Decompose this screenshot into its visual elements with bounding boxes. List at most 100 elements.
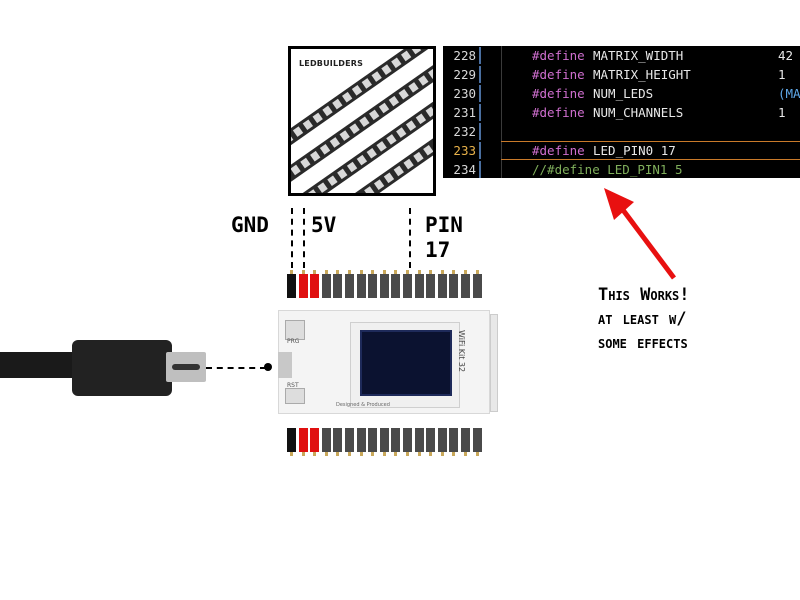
line-number: 233: [453, 143, 476, 158]
pin-contact: [301, 452, 305, 456]
red-arrow: [604, 188, 676, 280]
led-chip: [322, 105, 333, 117]
change-marker: [479, 66, 481, 83]
led-chip: [428, 68, 433, 79]
usb-connector-dot: [264, 363, 272, 371]
line-number: 234: [453, 162, 476, 177]
led-chip: [386, 134, 397, 145]
led-chip: [342, 91, 353, 103]
line-number: 228: [453, 48, 476, 63]
code-keyword: #define: [532, 48, 585, 63]
header-pin: [391, 270, 401, 298]
line-number: 231: [453, 105, 476, 120]
led-chip: [317, 182, 328, 193]
micro-usb-port: [278, 352, 292, 378]
pin-contact: [406, 270, 409, 274]
led-strips-graphic: [291, 46, 433, 193]
pin-contact: [382, 270, 386, 274]
header-pin: [449, 428, 459, 456]
code-value: (MA: [778, 86, 800, 101]
pin-contact: [464, 452, 467, 456]
pin-contact: [359, 452, 363, 456]
code-keyword: #define: [532, 86, 585, 101]
pin-contact: [406, 452, 409, 456]
header-pin: [379, 270, 389, 298]
pin-contact: [290, 270, 293, 274]
pin-contact: [348, 452, 351, 456]
led-chip: [432, 138, 433, 149]
usb-plug: [72, 340, 172, 396]
led-chip: [346, 161, 358, 173]
5v-label: 5V: [311, 213, 337, 237]
header-pin: [298, 428, 308, 456]
pin-contact: [336, 452, 340, 456]
code-keyword: #define: [532, 67, 585, 82]
header-pin: [345, 428, 354, 456]
led-chip: [421, 46, 431, 47]
led-chip: [307, 189, 318, 193]
rst-button: [285, 388, 305, 404]
pin-contact: [417, 452, 421, 456]
led-chip: [376, 141, 387, 152]
code-keyword: #define: [532, 143, 585, 158]
code-value: 1: [778, 105, 786, 120]
change-marker: [479, 161, 481, 178]
prg-button: [285, 320, 305, 340]
led-chip: [337, 168, 348, 180]
header-pin: [391, 428, 401, 456]
pin-contact: [359, 270, 363, 274]
header-pin: [368, 428, 378, 456]
pin-contact: [382, 452, 386, 456]
header-pin: [461, 270, 470, 298]
header-pin: [437, 270, 447, 298]
pin-contact: [313, 452, 317, 456]
pin-contact: [290, 452, 293, 456]
led-chip: [319, 144, 331, 155]
rst-label: RST: [287, 382, 299, 389]
pin-contact: [336, 270, 340, 274]
board-name: WiFi Kit 32: [457, 330, 466, 373]
led-chip: [398, 88, 409, 100]
pin-contact: [371, 270, 375, 274]
antenna-edge: [490, 314, 498, 412]
led-chip: [300, 157, 311, 169]
header-pin: [403, 428, 412, 456]
pin-contact: [394, 452, 398, 456]
code-value: 1: [778, 67, 786, 82]
led-chip: [393, 165, 404, 177]
pin-contact: [348, 270, 351, 274]
led-chip: [418, 75, 429, 86]
code-keyword: #define: [532, 105, 585, 120]
micro-usb-slot: [172, 364, 200, 370]
led-strip-image: LEDBUILDERS: [288, 46, 436, 196]
led-chip: [291, 164, 301, 176]
led-chip: [383, 172, 395, 184]
header-pin: [287, 270, 296, 298]
led-chip: [415, 113, 427, 125]
prg-label: PRG: [287, 338, 300, 345]
pin-contact: [452, 452, 456, 456]
header-pin: [449, 270, 459, 298]
pin-contact: [452, 270, 456, 274]
led-chip: [369, 109, 380, 121]
board-footer: Designed & Produced: [336, 402, 390, 408]
usb-cable: [0, 352, 80, 378]
header-pin: [321, 270, 331, 298]
led-chip: [410, 49, 422, 55]
gnd-wire: [291, 208, 293, 268]
led-chip: [378, 102, 390, 114]
header-pin: [333, 270, 343, 298]
header-pin: [414, 270, 424, 298]
led-chip: [373, 179, 385, 190]
header-pin: [356, 428, 366, 456]
oled-screen: [360, 330, 452, 396]
led-chip: [388, 95, 400, 107]
header-pin: [310, 270, 320, 298]
pin-contact: [440, 452, 444, 456]
header-pin: [426, 428, 436, 456]
